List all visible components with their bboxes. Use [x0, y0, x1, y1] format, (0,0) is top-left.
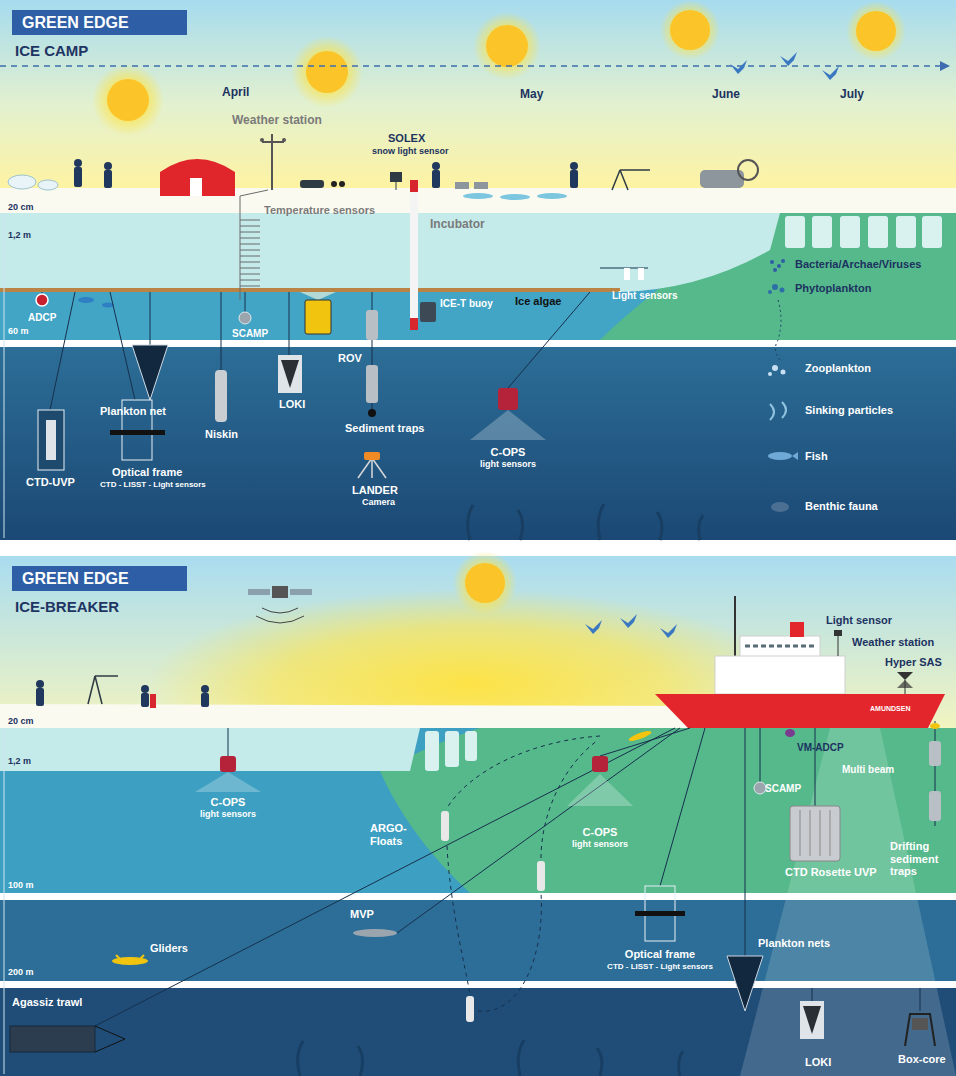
instrument-label: 20 cm — [8, 716, 34, 726]
instrument-label: 60 m — [8, 326, 29, 336]
instrument-label: May — [520, 88, 543, 102]
instrument-label: Incubator — [430, 218, 485, 232]
instrument-label: VM-ADCP — [797, 742, 844, 754]
panel-heading: ICE CAMP — [15, 42, 88, 59]
instrument-label: Temperature sensors — [264, 204, 375, 217]
instrument-label: CTD - LISST - Light sensors — [100, 480, 206, 489]
instrument-label: LANDER — [352, 484, 398, 497]
instrument-label: Weather station — [232, 114, 322, 128]
instrument-label: Phytoplankton — [795, 282, 871, 295]
instrument-label: C-OPS — [491, 446, 526, 459]
instrument-label: SCAMP — [232, 328, 268, 340]
instrument-label: CTD Rosette UVP — [785, 866, 877, 879]
instrument-label: C-OPS — [211, 796, 246, 809]
instrument-label: SOLEX — [388, 132, 425, 145]
instrument-label: ARGO-Floats — [370, 822, 414, 847]
instrument-label: Light sensors — [612, 290, 678, 302]
instrument-label: Niskin — [205, 428, 238, 441]
instrument-label: Sediment traps — [345, 422, 424, 435]
instrument-label: ICE-T buoy — [440, 298, 493, 310]
instrument-label: C-OPS — [583, 826, 618, 839]
instrument-label: Weather station — [852, 636, 934, 649]
title-banner: GREEN EDGEICE-BREAKER — [12, 566, 187, 591]
instrument-label: Optical frame — [625, 948, 695, 961]
instrument-label: CTD - LISST - Light sensors — [607, 962, 713, 971]
instrument-label: LOKI — [805, 1056, 831, 1069]
instrument-label: 20 cm — [8, 202, 34, 212]
instrument-label: Multi beam — [842, 764, 894, 776]
banner-text: GREEN EDGE — [22, 13, 175, 32]
instrument-label: Fish — [805, 450, 828, 463]
instrument-label: 100 m — [8, 880, 34, 890]
instrument-label: light sensors — [480, 459, 536, 469]
instrument-label: Sinking particles — [805, 404, 893, 417]
instrument-label: Hyper SAS — [885, 656, 942, 669]
instrument-label: 1,2 m — [8, 230, 31, 240]
instrument-label: Ice algae — [515, 295, 561, 308]
instrument-label: CTD-UVP — [26, 476, 75, 489]
instrument-label: AMUNDSEN — [870, 705, 910, 713]
instrument-label: 1,2 m — [8, 756, 31, 766]
instrument-label: Light sensor — [826, 614, 892, 627]
instrument-label: 200 m — [8, 967, 34, 977]
instrument-label: light sensors — [572, 839, 628, 849]
banner-text: GREEN EDGE — [22, 569, 175, 588]
instrument-label: Zooplankton — [805, 362, 871, 375]
panel-heading: ICE-BREAKER — [15, 598, 119, 615]
instrument-label: July — [840, 88, 864, 102]
instrument-label: Plankton nets — [758, 937, 830, 950]
instrument-label: Agassiz trawl — [12, 996, 82, 1009]
instrument-label: MVP — [350, 908, 374, 921]
instrument-label: Bacteria/Archae/Viruses — [795, 258, 921, 271]
instrument-label: Plankton net — [100, 405, 166, 418]
instrument-label: ROV — [338, 352, 362, 365]
instrument-label: Gliders — [150, 942, 188, 955]
instrument-label: April — [222, 86, 249, 100]
instrument-label: snow light sensor — [372, 146, 449, 156]
instrument-label: SCAMP — [765, 783, 801, 795]
instrument-label: LOKI — [279, 398, 305, 411]
instrument-label: Camera — [362, 497, 395, 507]
instrument-label: Optical frame — [112, 466, 182, 479]
instrument-label: Drifting sediment traps — [890, 840, 952, 878]
instrument-label: June — [712, 88, 740, 102]
title-banner: GREEN EDGEICE CAMP — [12, 10, 187, 35]
instrument-label: Benthic fauna — [805, 500, 878, 513]
instrument-label: ADCP — [28, 312, 56, 324]
instrument-label: light sensors — [200, 809, 256, 819]
instrument-label: Box-core — [898, 1053, 946, 1066]
